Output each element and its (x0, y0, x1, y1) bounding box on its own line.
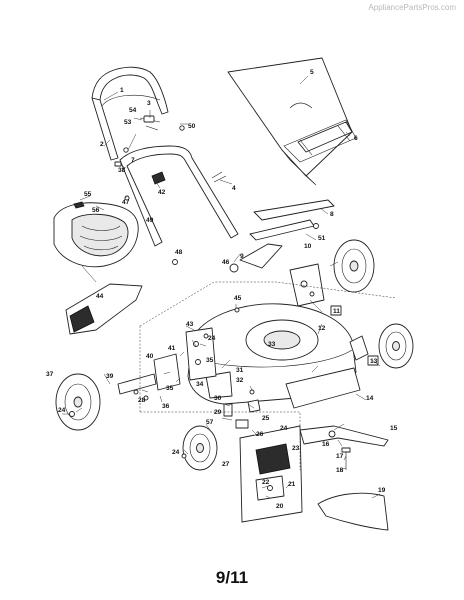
wheel-27 (182, 425, 218, 471)
left-height-adjuster (117, 327, 217, 401)
wheel-left-37 (55, 373, 101, 431)
callout-5: 5 (310, 69, 314, 76)
callout-51: 51 (318, 235, 326, 242)
engine-kit-box (239, 425, 303, 523)
callout-17: 17 (336, 453, 344, 460)
callout-3: 3 (147, 100, 151, 107)
callout-48: 48 (175, 249, 183, 256)
callout-43: 43 (186, 321, 194, 328)
watermark: AppliancePartsPros.com (368, 3, 456, 12)
callout-38: 38 (118, 167, 126, 174)
callout-7: 7 (131, 157, 135, 164)
callout-36: 36 (162, 403, 170, 410)
side-deflector (65, 283, 143, 335)
wheel-front-right (378, 323, 414, 369)
callout-32: 32 (236, 377, 244, 384)
knob-48 (172, 259, 178, 265)
callout-20: 20 (276, 503, 284, 510)
callout-35b: 35 (166, 385, 174, 392)
control-bar (101, 94, 161, 107)
callout-27: 27 (222, 461, 230, 468)
hinge-rod (249, 219, 315, 241)
callout-1: 1 (120, 87, 124, 94)
callout-55: 55 (84, 191, 92, 198)
callout-13: 13 (370, 358, 378, 365)
callout-10: 10 (304, 243, 312, 250)
mower-deck (187, 303, 361, 409)
callout-45: 45 (234, 295, 242, 302)
assembly-outline (139, 281, 397, 470)
callout-39: 39 (106, 373, 114, 380)
lower-handle (119, 145, 239, 247)
callout-37: 37 (46, 371, 54, 378)
callout-24d: 24 (172, 449, 180, 456)
callout-46: 46 (222, 259, 230, 266)
callout-44: 44 (96, 293, 104, 300)
height-adjuster-rear (289, 263, 325, 307)
callout-24a: 24 (208, 335, 216, 342)
callout-49: 49 (146, 217, 154, 224)
callout-57: 57 (206, 419, 214, 426)
callout-18: 18 (336, 467, 344, 474)
callout-56: 56 (92, 207, 100, 214)
callout-47: 47 (122, 199, 130, 206)
deck-hardware (69, 307, 261, 459)
callout-31: 31 (236, 367, 244, 374)
height-adjuster-front (349, 335, 369, 361)
box-11 (330, 305, 342, 316)
callout-25: 25 (262, 415, 270, 422)
page-number: 9/11 (215, 568, 249, 587)
callout-9: 9 (240, 253, 244, 260)
callout-4: 4 (232, 185, 236, 192)
callout-30: 30 (214, 395, 222, 402)
callout-54: 54 (129, 107, 137, 114)
rear-flap (253, 199, 335, 221)
mulch-plug (239, 243, 283, 269)
blade (299, 425, 389, 470)
callout-35a: 35 (206, 357, 214, 364)
callout-26: 26 (256, 431, 264, 438)
callout-14: 14 (366, 395, 374, 402)
handle-hardware (114, 115, 227, 201)
knob-46 (229, 263, 239, 273)
upper-handle (91, 66, 169, 161)
callout-19: 19 (378, 487, 386, 494)
engine-shroud (53, 201, 139, 268)
callout-22: 22 (262, 479, 270, 486)
nut-51 (313, 223, 319, 229)
callout-24b: 24 (58, 407, 66, 414)
callout-12: 12 (318, 325, 326, 332)
callout-23: 23 (292, 445, 300, 452)
callout-42: 42 (158, 189, 166, 196)
grass-bag-frame (283, 119, 357, 163)
mulch-insert (317, 492, 389, 531)
callout-29: 29 (214, 409, 222, 416)
callout-53: 53 (124, 119, 132, 126)
callout-34: 34 (196, 381, 204, 388)
callout-2: 2 (100, 141, 104, 148)
leader-lines (55, 75, 381, 499)
callout-21: 21 (288, 481, 296, 488)
grass-bag (227, 57, 353, 186)
callout-15: 15 (390, 425, 398, 432)
callout-40: 40 (146, 353, 154, 360)
callouts: 1 2 3 54 53 50 7 38 42 47 4 5 6 8 49 55 … (46, 69, 398, 510)
callout-24c: 24 (280, 425, 288, 432)
callout-28: 28 (138, 397, 146, 404)
callout-8: 8 (330, 211, 334, 218)
callout-16: 16 (322, 441, 330, 448)
wheel-rear-right (333, 239, 375, 293)
callout-11: 11 (333, 308, 340, 315)
callout-41: 41 (168, 345, 176, 352)
callout-6: 6 (354, 135, 358, 142)
callout-33: 33 (268, 341, 276, 348)
callout-50: 50 (188, 123, 196, 130)
